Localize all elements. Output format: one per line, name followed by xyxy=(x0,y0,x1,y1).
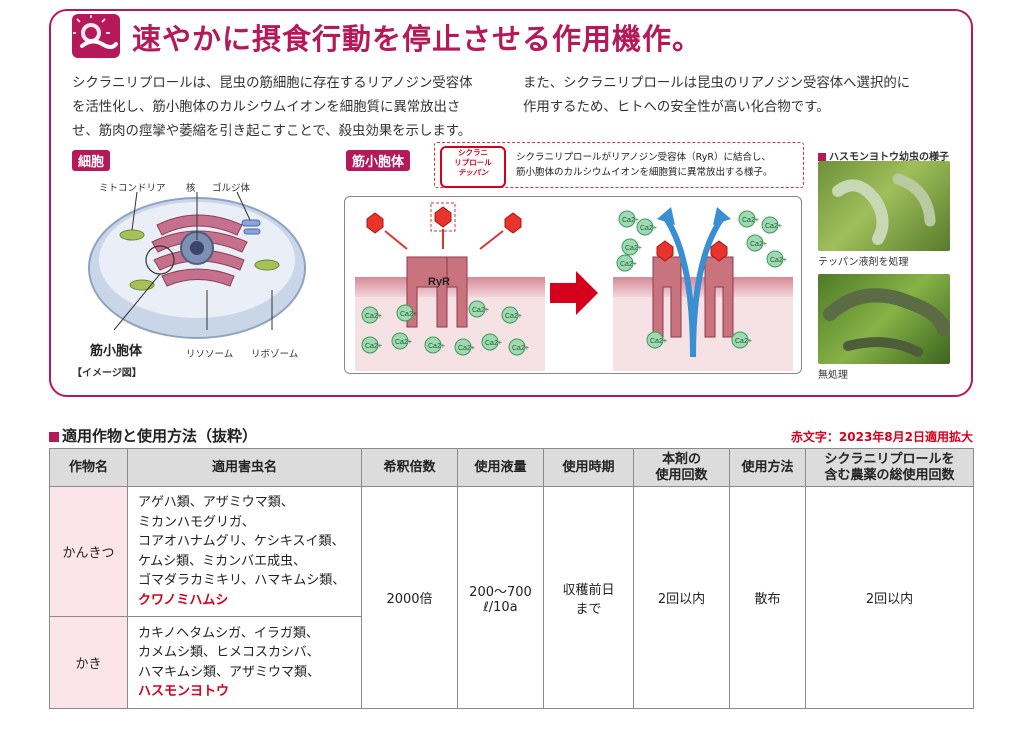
cell-tag: 細胞 xyxy=(72,150,111,171)
intro-paragraph-right: また、シクラニリプロールは昆虫のリアノジン受容体へ選択的に 作用するため、ヒトへ… xyxy=(523,72,910,120)
calcium-ion-label: Ca2+ xyxy=(735,338,752,345)
untreated-caption: 無処理 xyxy=(818,370,848,381)
larva-untreated-photo xyxy=(818,274,951,364)
header-count: 本剤の 使用回数 xyxy=(633,448,730,487)
calcium-ion-label: Ca2+ xyxy=(365,343,382,350)
expansion-note: 赤文字：2023年8月2日適用拡大 xyxy=(790,430,973,444)
pest-line: ハマキムシ類、アザミウマ類、 xyxy=(138,664,321,680)
calcium-ion-label: Ca2+ xyxy=(650,338,667,345)
calcium-ion-label: Ca2+ xyxy=(512,345,529,352)
badge-line: シクラニ xyxy=(458,148,488,157)
intro-line: 作用するため、ヒトへの安全性が高い化合物です。 xyxy=(523,100,830,115)
intro-line: シクラニリプロールは、昆虫の筋細胞に存在するリアノジン受容体 xyxy=(72,76,473,91)
bullet-square-icon xyxy=(49,431,59,442)
mechanism-callout xyxy=(434,142,804,188)
volume-cell: 200〜700 ℓ/10a xyxy=(457,486,544,709)
cell-illustration xyxy=(88,191,306,339)
product-badge: シクラニ リプロール テッパン xyxy=(440,146,506,188)
pest-line: ケムシ類、ミカンバエ成虫、 xyxy=(138,553,307,569)
larva-title-text: ハスモンヨトウ幼虫の様子 xyxy=(829,152,949,163)
calcium-ion-label: Ca2+ xyxy=(365,313,382,320)
calcium-ion-label: Ca2+ xyxy=(640,225,657,232)
dilution-cell: 2000倍 xyxy=(361,486,458,709)
header-timing: 使用時期 xyxy=(543,448,634,487)
header-dilution: 希釈倍数 xyxy=(361,448,458,487)
callout-line: シクラニリプロールがリアノジン受容体（RyR）に結合し、 xyxy=(516,152,771,163)
intro-line: を活性化し、筋小胞体のカルシウムイオンを細胞質に異常放出さ xyxy=(72,100,461,115)
calcium-ion-label: Ca2+ xyxy=(625,245,642,252)
sr-tag: 筋小胞体 xyxy=(346,150,411,171)
calcium-ion-label: Ca2+ xyxy=(505,313,522,320)
pest-new-line: ハスモンヨトウ xyxy=(138,684,230,699)
section-title: 適用作物と使用方法（抜粋） xyxy=(49,425,257,446)
calcium-ion-label: Ca2+ xyxy=(472,307,489,314)
calcium-ion-label: Ca2+ xyxy=(750,241,767,248)
calcium-ion-label: Ca2+ xyxy=(395,339,412,346)
bullet-square-icon xyxy=(818,153,826,161)
mitochondria-label: ミトコンドリア xyxy=(99,183,166,194)
header-total: シクラニリプロールを 含む農薬の総使用回数 xyxy=(805,448,974,487)
section-title-text: 適用作物と使用方法（抜粋） xyxy=(62,427,258,445)
mechanism-panel xyxy=(49,9,973,397)
ryr-diagram: RyR xyxy=(344,196,802,374)
usage-table: 作物名 適用害虫名 希釈倍数 使用液量 使用時期 本剤の 使用回数 使用方法 シ… xyxy=(49,448,974,709)
calcium-ion-label: Ca2+ xyxy=(742,217,759,224)
intro-paragraph-left: シクラニリプロールは、昆虫の筋細胞に存在するリアノジン受容体 を活性化し、筋小胞… xyxy=(72,72,473,144)
badge-line: リプロール xyxy=(454,158,492,167)
crop-cell: かんきつ xyxy=(49,486,128,617)
badge-line: テッパン xyxy=(457,168,489,177)
treated-caption: テッパン液剤を処理 xyxy=(818,257,909,268)
pest-line: ゴマダラカミキリ、ハマキムシ類、 xyxy=(138,573,346,588)
callout-text: シクラニリプロールがリアノジン受容体（RyR）に結合し、 筋小胞体のカルシウムイ… xyxy=(516,150,773,180)
pests-cell: アゲハ類、アザミウマ類、 ミカンハモグリガ、 コアオハナムグリ、ケシキスイ類、 … xyxy=(127,486,362,617)
nucleus-label: 核 xyxy=(186,183,196,194)
larva-title: ハスモンヨトウ幼虫の様子 xyxy=(818,148,949,163)
calcium-ion-label: Ca2+ xyxy=(622,217,639,224)
ribosome-label: リボゾーム xyxy=(251,349,299,360)
calcium-ion-label: Ca2+ xyxy=(428,343,445,350)
pest-new-line: クワノミハムシ xyxy=(138,592,229,608)
calcium-ion-label: Ca2+ xyxy=(770,257,787,264)
intro-line: また、シクラニリプロールは昆虫のリアノジン受容体へ選択的に xyxy=(523,76,911,91)
calcium-ion-label: Ca2+ xyxy=(400,311,417,318)
pest-line: アゲハ類、アザミウマ類、 xyxy=(138,495,294,510)
table-row: かき カキノヘタムシガ、イラガ類、 カメムシ類、ヒメコスカシバ、 ハマキムシ類、… xyxy=(49,616,974,709)
callout-line: 筋小胞体のカルシウムイオンを細胞質に異常放出する様子。 xyxy=(516,167,773,178)
pests-cell: カキノヘタムシガ、イラガ類、 カメムシ類、ヒメコスカシバ、 ハマキムシ類、アザミ… xyxy=(127,616,362,709)
table-header-row: 作物名 適用害虫名 希釈倍数 使用液量 使用時期 本剤の 使用回数 使用方法 シ… xyxy=(49,448,974,487)
calcium-ion-label: Ca2+ xyxy=(458,345,475,352)
crop-cell: かき xyxy=(49,616,128,709)
calcium-ion-label: Ca2+ xyxy=(620,261,637,268)
sr-label: 筋小胞体 xyxy=(90,344,143,359)
pest-line: カメムシ類、ヒメコスカシバ、 xyxy=(138,645,320,660)
ryr-text: RyR xyxy=(428,276,450,288)
calcium-ion-label: Ca2+ xyxy=(765,223,782,230)
header-pests: 適用害虫名 xyxy=(127,448,362,487)
total-cell: 2回以内 xyxy=(805,486,974,709)
page-title: 速やかに摂食行動を停止させる作用機作。 xyxy=(132,22,703,56)
caterpillar-logo-icon xyxy=(72,14,120,58)
table-row: かんきつ アゲハ類、アザミウマ類、 ミカンハモグリガ、 コアオハナムグリ、ケシキ… xyxy=(49,486,974,709)
header-crop: 作物名 xyxy=(49,448,128,487)
calcium-ion-label: Ca2+ xyxy=(485,340,502,347)
larva-treated-photo xyxy=(818,161,950,251)
lysosome-label: リソソーム xyxy=(186,349,234,360)
timing-cell: 収穫前日 まで xyxy=(543,486,634,709)
header-volume: 使用液量 xyxy=(457,448,544,487)
pest-line: コアオハナムグリ、ケシキスイ類、 xyxy=(138,534,345,549)
pest-line: ミカンハモグリガ、 xyxy=(138,514,255,530)
header-method: 使用方法 xyxy=(729,448,806,487)
method-cell: 散布 xyxy=(729,486,806,709)
pest-line: カキノヘタムシガ、イラガ類、 xyxy=(138,625,319,641)
count-cell: 2回以内 xyxy=(633,486,730,709)
image-caption: 【イメージ図】 xyxy=(72,368,142,379)
golgi-label: ゴルジ体 xyxy=(212,183,251,194)
intro-line: せ、筋肉の痙攣や萎縮を引き起こすことで、殺虫効果を示します。 xyxy=(72,124,472,139)
